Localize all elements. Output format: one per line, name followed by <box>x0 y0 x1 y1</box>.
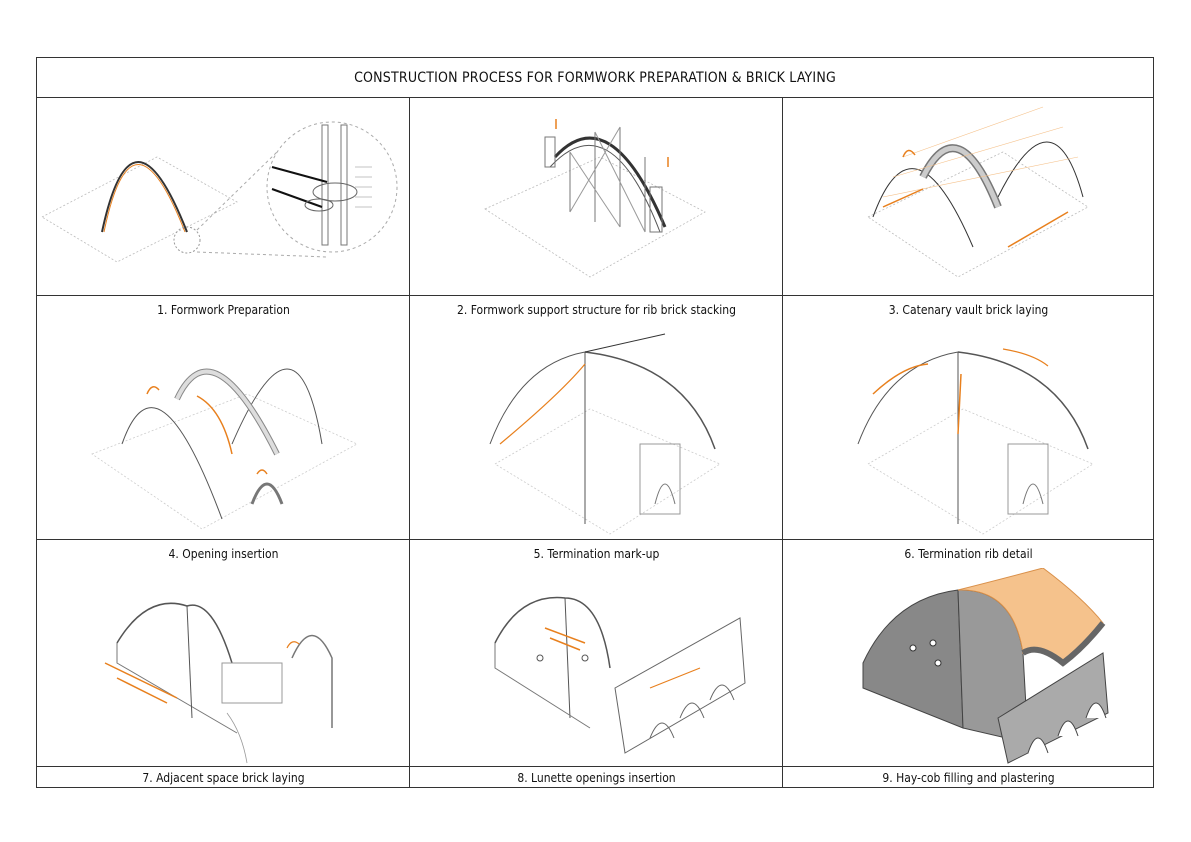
caption-9: 9. Hay-cob filling and plastering <box>783 766 1154 789</box>
process-sheet: CONSTRUCTION PROCESS FOR FORMWORK PREPAR… <box>36 57 1154 788</box>
formwork-support-illustration <box>410 97 783 296</box>
termination-markup-drawing <box>489 333 721 535</box>
lunette-openings-illustration <box>410 568 783 767</box>
adjacent-space-illustration <box>37 568 410 767</box>
termination-rib-drawing <box>857 348 1094 535</box>
caption-5: 5. Termination mark-up <box>410 539 783 568</box>
panel-opening-insertion: 4. Opening insertion <box>37 324 410 568</box>
panel-adjacent-space: 7. Adjacent space brick laying <box>37 568 410 789</box>
catenary-vault-illustration <box>783 97 1154 296</box>
lunette-openings-drawing <box>494 596 746 754</box>
panel-hay-cob-filling: 9. Hay-cob filling and plastering <box>783 568 1154 789</box>
hay-cob-illustration <box>783 568 1154 767</box>
panel-catenary-vault: 3. Catenary vault brick laying <box>783 97 1154 324</box>
caption-6: 6. Termination rib detail <box>783 539 1154 568</box>
caption-2: 2. Formwork support structure for rib br… <box>410 295 783 324</box>
caption-7: 7. Adjacent space brick laying <box>37 766 410 789</box>
column-divider-2 <box>782 97 783 787</box>
caption-1: 1. Formwork Preparation <box>37 295 410 324</box>
caption-8: 8. Lunette openings insertion <box>410 766 783 789</box>
adjacent-space-drawing <box>104 602 333 764</box>
panel-termination-rib: 6. Termination rib detail <box>783 324 1154 568</box>
panel-formwork-support: 2. Formwork support structure for rib br… <box>410 97 783 324</box>
termination-rib-illustration <box>783 324 1154 540</box>
support-structure-drawing <box>484 119 706 278</box>
opening-insertion-drawing <box>91 368 358 530</box>
opening-insertion-illustration <box>37 324 410 540</box>
hay-cob-drawing <box>862 568 1109 764</box>
caption-4: 4. Opening insertion <box>37 539 410 568</box>
panel-lunette-openings: 8. Lunette openings insertion <box>410 568 783 789</box>
column-divider-1 <box>409 97 410 787</box>
panel-formwork-preparation: 1. Formwork Preparation <box>37 97 410 324</box>
caption-3: 3. Catenary vault brick laying <box>783 295 1154 324</box>
sheet-title: CONSTRUCTION PROCESS FOR FORMWORK PREPAR… <box>37 58 1153 98</box>
formwork-preparation-illustration <box>37 97 410 296</box>
panel-termination-markup: 5. Termination mark-up <box>410 324 783 568</box>
termination-markup-illustration <box>410 324 783 540</box>
vault-brick-drawing <box>867 106 1089 278</box>
arch-formwork-drawing <box>41 121 398 263</box>
